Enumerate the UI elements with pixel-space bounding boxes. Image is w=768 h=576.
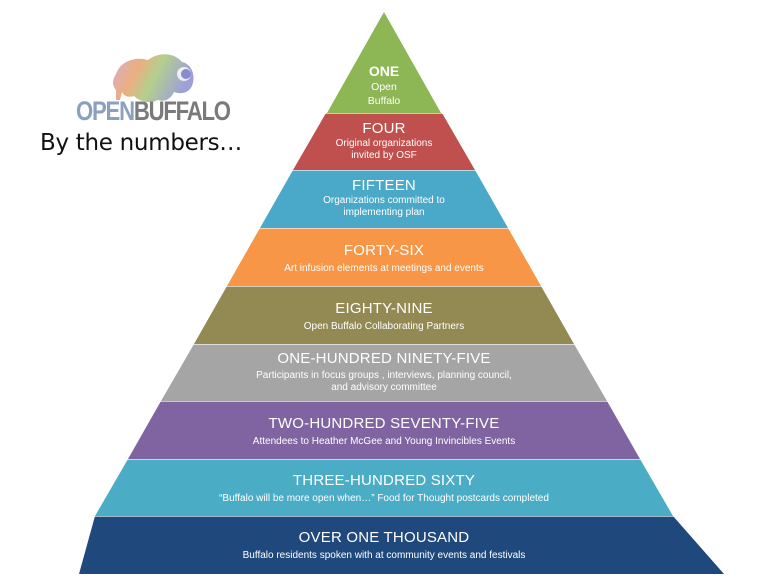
level-7-text: TWO-HUNDRED SEVENTY-FIVE Attendees to He… (0, 415, 768, 448)
level-subtitle: Organizations committed to (323, 195, 445, 206)
pyramid-level-8 (95, 459, 673, 516)
level-subtitle: invited by OSF (351, 150, 417, 161)
level-9-text: OVER ONE THOUSAND Buffalo residents spok… (0, 529, 768, 562)
level-title: EIGHTY-NINE (335, 300, 433, 317)
level-title: FORTY-SIX (343, 242, 425, 259)
buffalo-icon (113, 54, 194, 103)
level-title: ONE-HUNDRED NINETY-FIVE (277, 350, 491, 367)
level-subtitle: Buffalo residents spoken with at communi… (242, 550, 526, 561)
level-subtitle: Attendees to Heather McGee and Young Inv… (252, 436, 516, 447)
level-title: FIFTEEN (352, 177, 416, 194)
level-title: TWO-HUNDRED SEVENTY-FIVE (268, 415, 500, 432)
pyramid-level-9 (79, 516, 724, 574)
pyramid-level-3 (260, 170, 508, 228)
level-title: THREE-HUNDRED SIXTY (292, 472, 476, 489)
level-subtitle: Buffalo (367, 95, 401, 107)
pyramid-level-1 (327, 12, 441, 113)
level-subtitle: Original organizations (335, 138, 433, 149)
level-6-text: ONE-HUNDRED NINETY-FIVE Participants in … (0, 350, 768, 394)
level-subtitle: “Buffalo will be more open when…” Food f… (219, 493, 549, 504)
level-4-text: FORTY-SIX Art infusion elements at meeti… (0, 242, 768, 275)
pyramid-level-6 (161, 344, 607, 401)
logo-word-open: OPEN (76, 96, 135, 126)
level-title: OVER ONE THOUSAND (298, 529, 470, 546)
level-subtitle: Art infusion elements at meetings and ev… (284, 263, 484, 274)
level-5-text: EIGHTY-NINE Open Buffalo Collaborating P… (0, 300, 768, 333)
pyramid-level-5 (194, 286, 574, 344)
level-2-text: FOUR Original organizations invited by O… (0, 120, 768, 162)
level-subtitle: Open Buffalo Collaborating Partners (303, 321, 465, 332)
pyramid-level-4 (227, 228, 541, 286)
level-subtitle: and advisory committee (331, 382, 437, 393)
logo-word-buffalo: BUFFALO (133, 96, 231, 126)
level-subtitle: Open (371, 81, 397, 93)
level-subtitle: Participants in focus groups , interview… (256, 370, 512, 381)
level-title: ONE (368, 63, 400, 79)
level-subtitle: implementing plan (343, 207, 425, 218)
pyramid-level-7 (128, 401, 640, 459)
level-title: FOUR (362, 120, 406, 137)
level-1-text: ONE Open Buffalo (0, 62, 768, 108)
level-8-text: THREE-HUNDRED SIXTY “Buffalo will be mor… (0, 472, 768, 505)
tagline: By the numbers… (40, 130, 243, 156)
pyramid-level-2 (293, 113, 475, 170)
level-3-text: FIFTEEN Organizations committed to imple… (0, 177, 768, 219)
logo-wordmark: OPENBUFFALO (76, 96, 231, 127)
